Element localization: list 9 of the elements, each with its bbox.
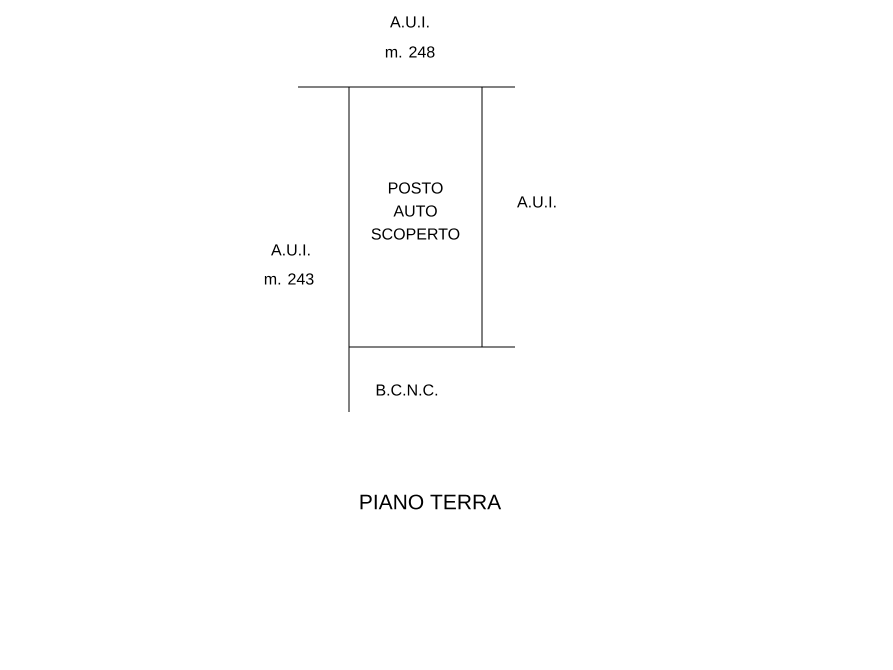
parking-space bbox=[348, 86, 482, 348]
plan-label: A.U.I. bbox=[271, 244, 310, 256]
plan-label: m. 243 bbox=[264, 273, 314, 285]
plan-label: B.C.N.C. bbox=[376, 384, 438, 396]
plan-label: A.U.I. bbox=[517, 196, 556, 208]
plan-title: PIANO TERRA bbox=[360, 494, 502, 510]
plan-label: m. 248 bbox=[386, 46, 434, 58]
plan-label: A.U.I. bbox=[390, 16, 429, 28]
space-label: POSTO AUTO SCOPERTO bbox=[372, 182, 460, 240]
